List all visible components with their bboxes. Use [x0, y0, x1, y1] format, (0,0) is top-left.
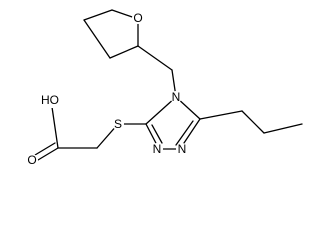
bond-thf-c3b-c3 [83, 19, 111, 59]
bonds [34, 9, 303, 161]
oxygen-label-ring: O [133, 11, 142, 25]
bond-thf-c3-c4 [83, 9, 113, 21]
bond-propyl1-propyl2 [241, 110, 265, 134]
atom-labels: O N S N N HO O [26, 11, 188, 167]
nitrogen-atom-1: N [176, 142, 188, 156]
bond-cooh-oh [51, 106, 59, 149]
carbonyl-oxygen-label: O [27, 153, 36, 167]
nitrogen-atom-4: N [170, 90, 182, 104]
bond-c5-propyl1 [199, 110, 243, 120]
hydroxyl-label: HO [41, 93, 59, 107]
bond-thf-c2-c3 [109, 45, 139, 59]
bond-c3-n4 [145, 96, 177, 125]
bond-thf-c2-ch2 [137, 45, 173, 71]
bond-c5-n1-double [175, 120, 194, 146]
sulfur-label: S [114, 117, 122, 131]
nitrogen-label-2: N [153, 142, 162, 156]
bond-propyl2-propyl3 [263, 123, 303, 134]
bond-n2-c3-double [151, 124, 163, 144]
carbonyl-oxygen-atom: O [26, 153, 38, 167]
hydroxyl-group: HO [40, 93, 62, 108]
nitrogen-atom-2: N [151, 142, 163, 156]
chemical-structure-diagram: O N S N N HO O [26, 9, 303, 167]
bond-cooh-o-double-b [34, 142, 56, 156]
sulfur-atom: S [112, 117, 124, 131]
nitrogen-label-1: N [178, 142, 187, 156]
bond-cooh-o-double-a [37, 147, 59, 161]
nitrogen-label-4: N [172, 90, 181, 104]
oxygen-atom-ring: O [132, 11, 144, 25]
